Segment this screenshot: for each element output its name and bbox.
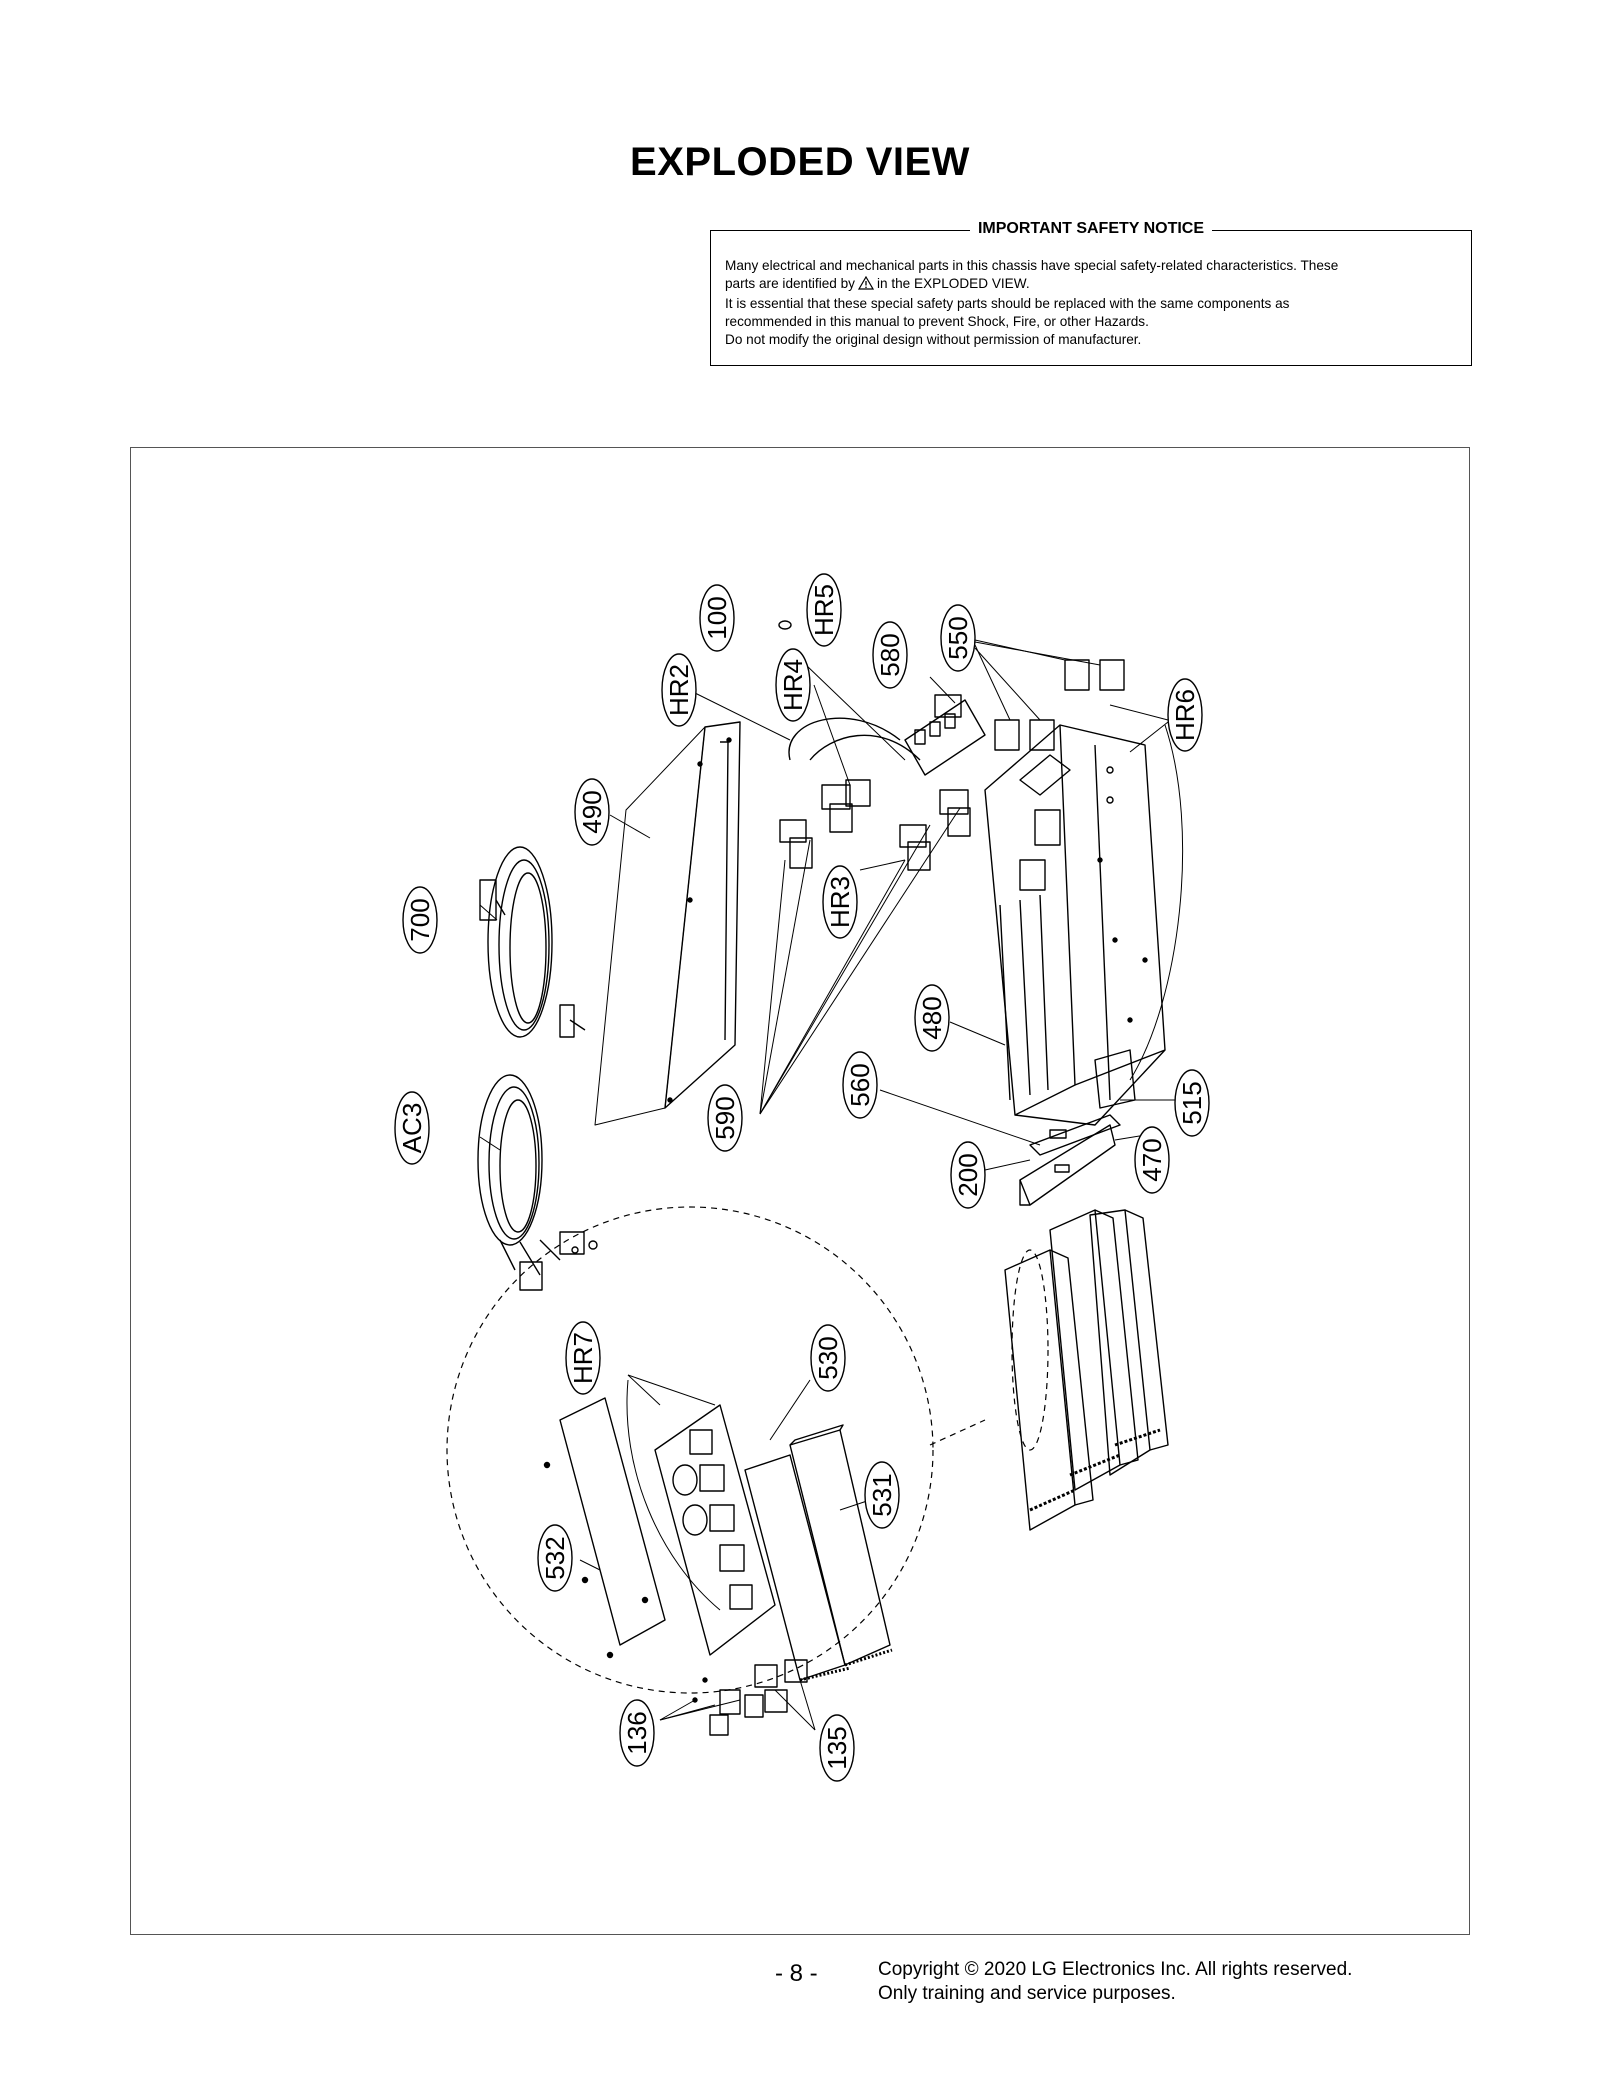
callout-136-label: 136	[622, 1711, 652, 1754]
callout-hr7-label: HR7	[568, 1332, 598, 1384]
bottom-brackets	[1019, 1114, 1121, 1206]
callout-470-label: 470	[1137, 1138, 1167, 1181]
safety-notice-box: IMPORTANT SAFETY NOTICE Many electrical …	[710, 220, 1472, 366]
detail-small-parts	[692, 1659, 808, 1736]
callout-ac3: AC3	[394, 1091, 430, 1165]
safety-notice-title: IMPORTANT SAFETY NOTICE	[969, 220, 1213, 237]
power-cord-700	[479, 846, 586, 1038]
notice-line-5: Do not modify the original design withou…	[725, 332, 1142, 347]
copyright-line: Copyright © 2020 LG Electronics Inc. All…	[878, 1959, 1353, 1980]
callout-700: 700	[402, 886, 438, 954]
callout-hr7: HR7	[565, 1321, 601, 1395]
page-title: EXPLODED VIEW	[630, 140, 970, 184]
callout-hr2: HR2	[661, 653, 697, 727]
callout-hr6-label: HR6	[1170, 689, 1200, 741]
usage-line: Only training and service purposes.	[878, 1983, 1176, 2004]
warning-triangle-icon	[857, 275, 875, 295]
callout-200-label: 200	[953, 1153, 983, 1196]
callout-470: 470	[1134, 1126, 1170, 1194]
notice-line-2-start: parts are identified by	[725, 276, 855, 291]
callout-532: 532	[537, 1524, 573, 1592]
callout-560-label: 560	[845, 1063, 875, 1106]
callout-590-label: 590	[710, 1096, 740, 1139]
detail-board	[654, 1404, 776, 1656]
notice-line-1: Many electrical and mechanical parts in …	[725, 258, 1339, 273]
callout-580: 580	[872, 621, 908, 689]
callout-200: 200	[950, 1141, 986, 1209]
notice-line-2-end: in the EXPLODED VIEW.	[876, 276, 1030, 291]
callout-hr5: HR5	[806, 573, 842, 647]
callout-490: 490	[574, 778, 610, 846]
callout-550: 550	[940, 604, 976, 672]
safety-notice-title-wrap: IMPORTANT SAFETY NOTICE	[711, 220, 1471, 238]
board-580	[904, 694, 986, 776]
callout-hr4-label: HR4	[778, 659, 808, 711]
detail-circle	[446, 1206, 934, 1694]
detail-source-ellipse	[1011, 1249, 1049, 1451]
top-cover-panel	[594, 721, 741, 1126]
callout-135-label: 135	[822, 1726, 852, 1769]
callout-ac3-label: AC3	[397, 1103, 427, 1154]
hr-module-cluster	[779, 717, 971, 871]
callout-hr5-label: HR5	[809, 584, 839, 636]
callout-590: 590	[707, 1084, 743, 1152]
callout-560: 560	[842, 1051, 878, 1119]
callout-530: 530	[810, 1324, 846, 1392]
notice-line-2: parts are identified by in the EXPLODED V…	[725, 275, 1457, 295]
callout-515-label: 515	[1177, 1081, 1207, 1124]
callout-100: 100	[699, 584, 735, 652]
callout-530-label: 530	[813, 1336, 843, 1379]
callout-hr4: HR4	[775, 648, 811, 722]
callout-531-label: 531	[867, 1473, 897, 1516]
detail-housing-530-531	[744, 1424, 893, 1682]
callout-580-label: 580	[875, 633, 905, 676]
callout-hr2-label: HR2	[664, 664, 694, 716]
safety-notice-body: Many electrical and mechanical parts in …	[725, 257, 1457, 349]
callout-532-label: 532	[540, 1536, 570, 1579]
copyright-block: Copyright © 2020 LG Electronics Inc. All…	[878, 1958, 1352, 2006]
callout-480-label: 480	[917, 996, 947, 1039]
exploded-view-frame	[130, 447, 1470, 1935]
part-100-shape	[778, 620, 792, 630]
callout-100-label: 100	[702, 596, 732, 639]
leader-lines	[479, 639, 1184, 1731]
callout-515: 515	[1174, 1069, 1210, 1137]
callout-550-label: 550	[943, 616, 973, 659]
callout-136: 136	[619, 1699, 655, 1767]
page-number: - 8 -	[775, 1960, 818, 1987]
notice-line-4: recommended in this manual to prevent Sh…	[725, 314, 1149, 329]
callout-700-label: 700	[405, 898, 435, 941]
callout-480: 480	[914, 984, 950, 1052]
callout-hr3: HR3	[822, 865, 858, 939]
callout-531: 531	[864, 1461, 900, 1529]
callout-hr3-label: HR3	[825, 876, 855, 928]
callout-490-label: 490	[577, 790, 607, 833]
harness-ac3	[477, 1074, 598, 1291]
notice-line-3: It is essential that these special safet…	[725, 296, 1290, 311]
callout-135: 135	[819, 1714, 855, 1782]
main-chassis	[984, 724, 1166, 1126]
battery-packs	[1004, 1209, 1169, 1531]
relays-550	[994, 659, 1125, 751]
callout-hr6: HR6	[1167, 678, 1203, 752]
